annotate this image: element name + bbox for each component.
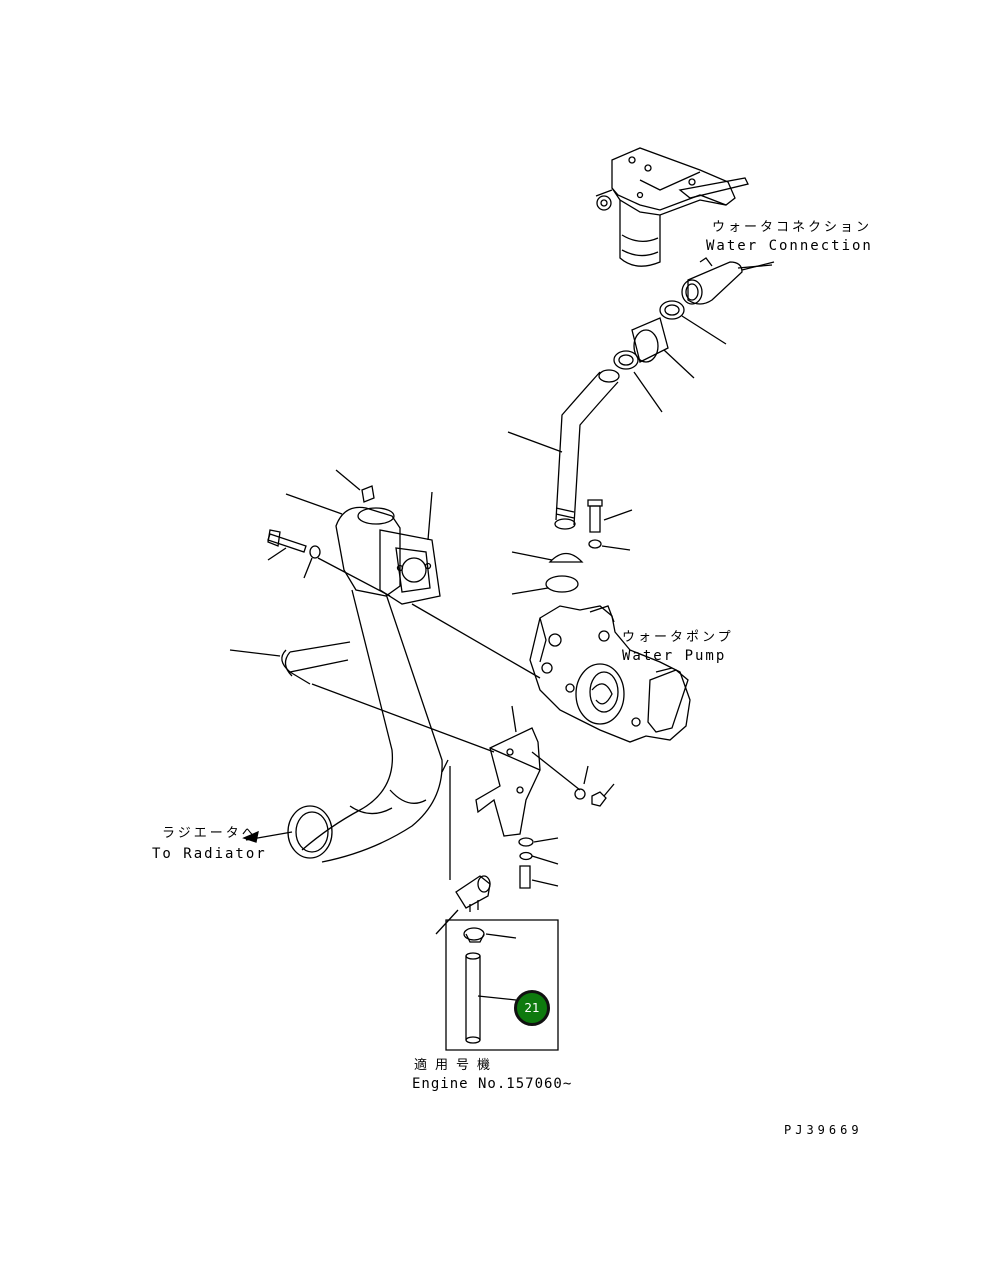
water-pump-label-jp: ウォータポンプ bbox=[622, 630, 734, 645]
water-pump-label: Water Pump bbox=[622, 648, 727, 664]
u-bolt bbox=[230, 642, 494, 752]
inset-box bbox=[446, 920, 558, 1050]
lower-bolt-set bbox=[519, 838, 558, 888]
drain-cock bbox=[436, 876, 490, 934]
water-connection-label-jp: ウォータコネクション bbox=[712, 220, 873, 235]
water-connection-label: Water Connection bbox=[706, 238, 873, 254]
radiator-arrow bbox=[244, 832, 258, 842]
part-callout-21[interactable]: 21 bbox=[514, 990, 550, 1026]
thermostat-housing bbox=[596, 148, 748, 266]
water-connection-part bbox=[682, 258, 772, 304]
drawing-code: PJ39669 bbox=[784, 1123, 863, 1137]
callout-number: 21 bbox=[524, 1001, 540, 1015]
water-pump bbox=[530, 606, 690, 742]
pump-bolt-set bbox=[512, 500, 632, 594]
radiator-label-jp: ラジエータへ bbox=[162, 826, 258, 841]
flange-elbow bbox=[286, 470, 540, 678]
mounting-bracket bbox=[476, 706, 614, 836]
left-bolt-set bbox=[268, 530, 390, 596]
upper-hose-set bbox=[614, 301, 726, 412]
radiator-pipe bbox=[288, 590, 450, 880]
label-leaders bbox=[246, 262, 774, 840]
applicable-label-jp: 適用号機 bbox=[414, 1058, 499, 1073]
curved-water-pipe bbox=[508, 370, 619, 529]
radiator-label: To Radiator bbox=[152, 846, 267, 862]
engine-number-label: Engine No.157060~ bbox=[412, 1076, 573, 1092]
